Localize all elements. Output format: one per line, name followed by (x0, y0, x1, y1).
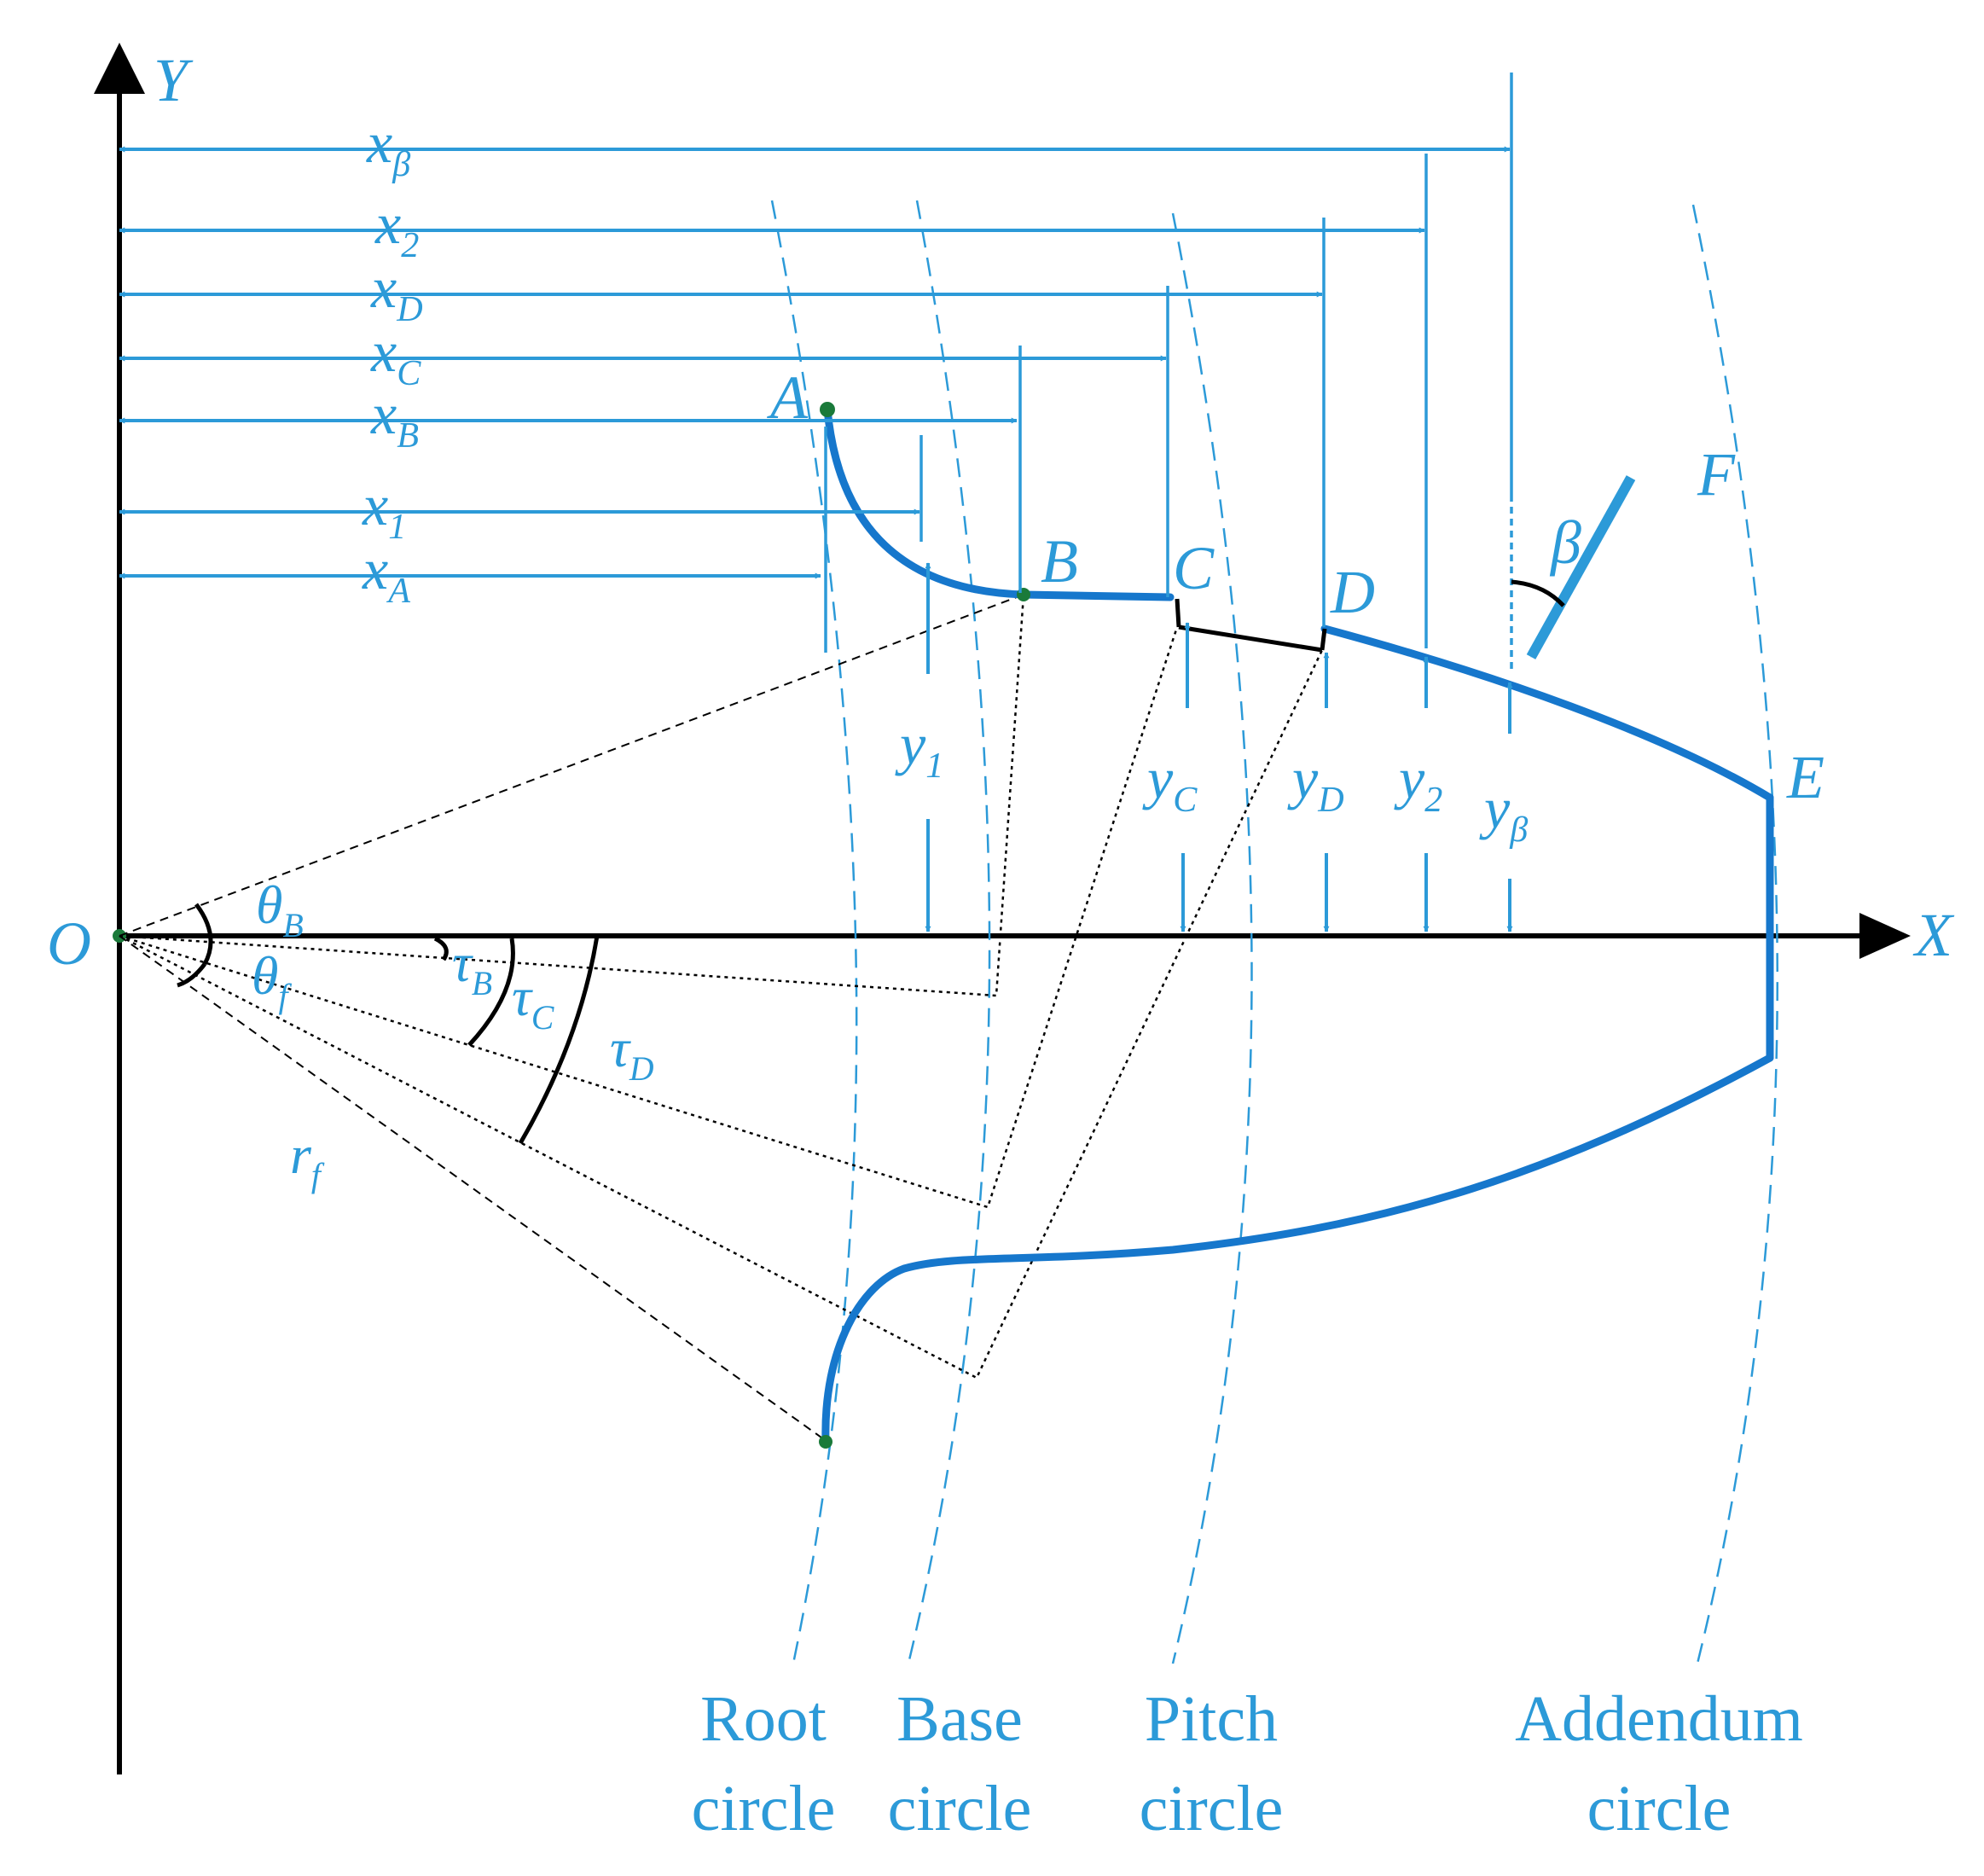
upper-flank-curve (1320, 624, 1774, 802)
root-circle-arc (770, 200, 858, 1664)
beta-angle-arc (1511, 579, 1565, 607)
tau-b-label: τB (452, 932, 492, 1002)
x-beta-label: xβ (366, 110, 410, 184)
y-dimensions (925, 562, 1513, 932)
r-f-label: rf (290, 1124, 325, 1194)
y-axis-arrowhead (94, 43, 145, 94)
extension-lines (824, 73, 1513, 674)
addendum-circle-caption-line1: Addendum (1515, 1683, 1803, 1755)
point-c-label: C (1173, 534, 1215, 602)
x-2-label: x2 (374, 191, 419, 265)
tau-c-arc (467, 938, 515, 1047)
upper-fillet-curve (823, 405, 1175, 601)
beta-label: β (1549, 508, 1581, 577)
tau-b-construction (119, 594, 1025, 997)
force-beta-arrow (1526, 475, 1636, 659)
pitch-circle-caption-line2: circle (1140, 1773, 1284, 1844)
x-a-label: xA (362, 537, 410, 611)
construction-lines (119, 594, 1324, 1443)
pitch-circle-arc (1171, 212, 1253, 1664)
pitch-circle-caption-line1: Pitch (1145, 1683, 1278, 1755)
point-b-label: B (1041, 527, 1078, 595)
base-circle-caption-line2: circle (888, 1773, 1032, 1844)
radius-to-b (119, 594, 1024, 937)
y-axis-label: Y (154, 46, 194, 114)
x-b-label: xB (370, 381, 419, 456)
c-d-chord (1178, 624, 1323, 653)
y-d-label: yD (1287, 746, 1344, 820)
c-notch (1175, 598, 1181, 628)
lower-flank-curve (821, 1054, 1774, 1446)
tooth-profile (819, 402, 1774, 1449)
point-d-label: D (1330, 558, 1375, 626)
tau-b-arc (433, 936, 449, 961)
point-a-marker (820, 402, 835, 417)
theta-b-arc (194, 903, 213, 966)
y-beta-label: yβ (1479, 775, 1528, 850)
reference-circles (770, 200, 1778, 1664)
x-dimensions (119, 146, 1511, 579)
y-1-label: y1 (895, 711, 943, 786)
addendum-circle-caption-line2: circle (1587, 1773, 1732, 1844)
point-bottom-marker (819, 1435, 832, 1449)
point-e-label: E (1786, 743, 1824, 811)
radius-rf (119, 935, 828, 1443)
x-1-label: x1 (362, 473, 406, 547)
x-c-label: xC (370, 319, 421, 393)
base-circle-caption-line1: Base (896, 1683, 1023, 1755)
point-f-label: F (1697, 440, 1736, 508)
tau-d-label: τD (610, 1018, 654, 1088)
point-a-label: A (767, 363, 809, 432)
d-notch (1320, 628, 1327, 651)
theta-b-label: θB (256, 874, 304, 944)
root-circle-caption-line1: Root (700, 1683, 827, 1755)
base-circle-arc (907, 200, 991, 1664)
x-axis-arrowhead (1859, 913, 1911, 959)
tau-d-construction (119, 649, 1324, 1379)
y-2-label: y2 (1394, 746, 1442, 820)
angle-arcs (177, 903, 600, 1145)
x-d-label: xD (370, 255, 423, 329)
labels: Y X O A B C D E F β xβ x2 xD xC xB x1 xA… (47, 46, 1955, 1844)
theta-f-arc (177, 962, 206, 988)
root-circle-caption-line2: circle (692, 1773, 836, 1844)
x-axis-label: X (1912, 901, 1955, 969)
y-c-label: yC (1142, 746, 1198, 820)
tau-c-label: τC (512, 967, 554, 1037)
force-arrow (1511, 475, 1636, 659)
origin-label: O (47, 909, 91, 978)
tau-d-arc (518, 935, 600, 1145)
coordinate-axes (94, 43, 1911, 1774)
theta-f-label: θf (252, 945, 292, 1015)
addendum-circle-arc (1691, 204, 1778, 1664)
